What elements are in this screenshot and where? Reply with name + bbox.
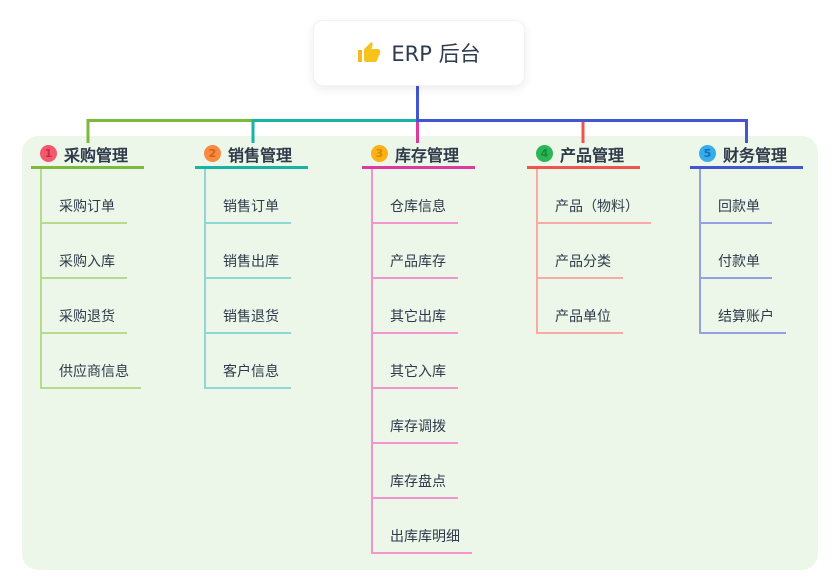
branch-inventory-header[interactable]: 3 库存管理 xyxy=(362,145,475,169)
branch-number-badge: 2 xyxy=(204,145,221,162)
child-item[interactable]: 产品单位 xyxy=(538,279,623,334)
child-item[interactable]: 仓库信息 xyxy=(373,169,458,224)
child-item[interactable]: 产品分类 xyxy=(538,224,623,279)
branch-purchase-children: 采购订单 采购入库 采购退货 供应商信息 xyxy=(40,169,144,389)
branch-purchase: 1 采购管理 采购订单 采购入库 采购退货 供应商信息 xyxy=(31,145,144,389)
branch-number-badge: 1 xyxy=(40,145,57,162)
child-item[interactable]: 付款单 xyxy=(701,224,772,279)
branch-purchase-header[interactable]: 1 采购管理 xyxy=(31,145,144,169)
branch-product: 4 产品管理 产品（物料） 产品分类 产品单位 xyxy=(527,145,651,334)
branch-inventory: 3 库存管理 仓库信息 产品库存 其它出库 其它入库 库存调拨 库存盘点 出库库… xyxy=(362,145,475,554)
branch-product-header[interactable]: 4 产品管理 xyxy=(527,145,640,169)
branch-finance-header[interactable]: 5 财务管理 xyxy=(690,145,803,169)
child-item[interactable]: 产品库存 xyxy=(373,224,458,279)
child-item[interactable]: 供应商信息 xyxy=(42,334,141,389)
child-item[interactable]: 客户信息 xyxy=(206,334,291,389)
branch-sales-header[interactable]: 2 销售管理 xyxy=(195,145,308,169)
branch-title: 采购管理 xyxy=(64,145,129,165)
child-item[interactable]: 销售订单 xyxy=(206,169,291,224)
branch-sales-children: 销售订单 销售出库 销售退货 客户信息 xyxy=(204,169,308,389)
child-item[interactable]: 采购订单 xyxy=(42,169,127,224)
thumbs-up-icon xyxy=(357,41,381,65)
branch-number-badge: 5 xyxy=(699,145,716,162)
child-item[interactable]: 销售出库 xyxy=(206,224,291,279)
branch-number-badge: 4 xyxy=(536,145,553,162)
child-item[interactable]: 销售退货 xyxy=(206,279,291,334)
branch-number-badge: 3 xyxy=(371,145,388,162)
child-item[interactable]: 库存盘点 xyxy=(373,444,458,499)
child-item[interactable]: 采购入库 xyxy=(42,224,127,279)
branch-finance-children: 回款单 付款单 结算账户 xyxy=(699,169,803,334)
branch-title: 产品管理 xyxy=(560,145,625,165)
child-item[interactable]: 回款单 xyxy=(701,169,772,224)
child-item[interactable]: 其它出库 xyxy=(373,279,458,334)
branch-finance: 5 财务管理 回款单 付款单 结算账户 xyxy=(690,145,803,334)
branch-sales: 2 销售管理 销售订单 销售出库 销售退货 客户信息 xyxy=(195,145,308,389)
branch-title: 库存管理 xyxy=(395,145,460,165)
child-item[interactable]: 结算账户 xyxy=(701,279,786,334)
root-title: ERP 后台 xyxy=(391,42,481,66)
branch-product-children: 产品（物料） 产品分类 产品单位 xyxy=(536,169,651,334)
child-item[interactable]: 采购退货 xyxy=(42,279,127,334)
branch-title: 销售管理 xyxy=(228,145,293,165)
root-node[interactable]: ERP 后台 xyxy=(313,20,525,86)
branch-inventory-children: 仓库信息 产品库存 其它出库 其它入库 库存调拨 库存盘点 出库库明细 xyxy=(371,169,475,554)
child-item[interactable]: 产品（物料） xyxy=(538,169,651,224)
branch-title: 财务管理 xyxy=(723,145,788,165)
child-item[interactable]: 库存调拨 xyxy=(373,389,458,444)
child-item[interactable]: 其它入库 xyxy=(373,334,458,389)
child-item[interactable]: 出库库明细 xyxy=(373,499,472,554)
